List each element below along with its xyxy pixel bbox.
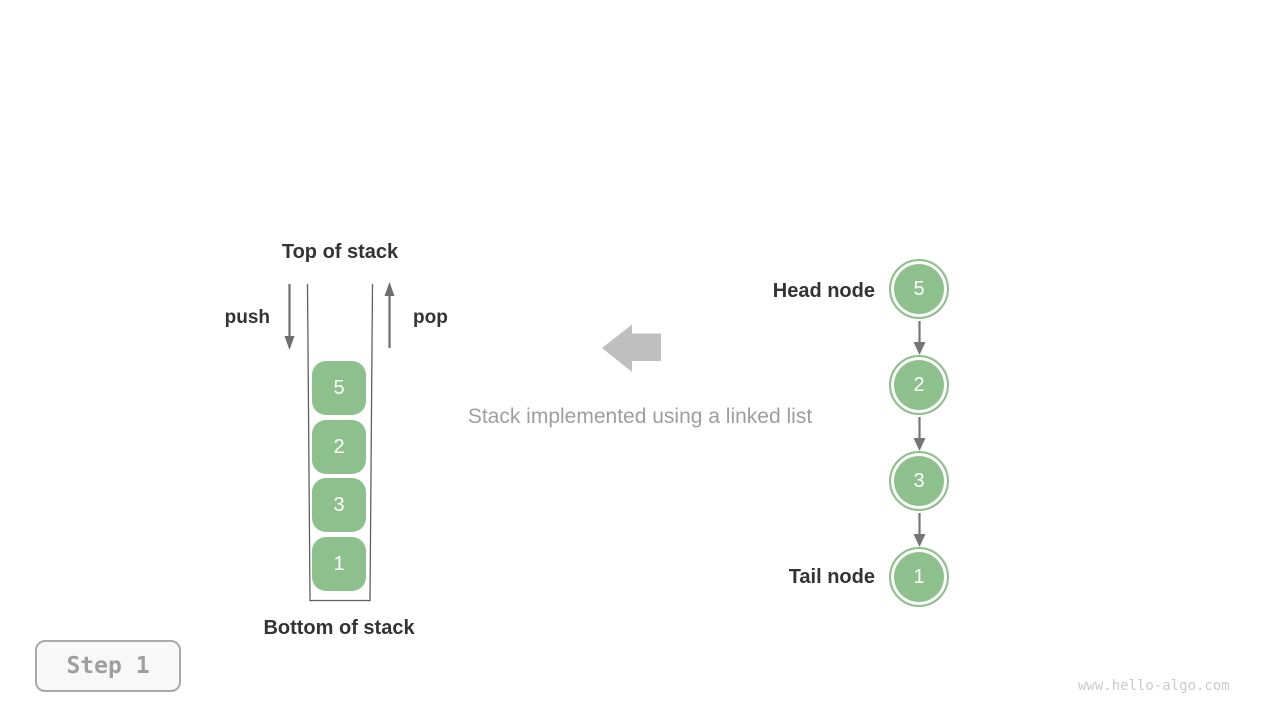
watermark-text: www.hello-algo.com bbox=[1078, 678, 1230, 694]
pop-label: pop bbox=[413, 307, 448, 328]
push-arrow-head-icon bbox=[284, 336, 295, 350]
head-node-label: Head node bbox=[772, 280, 875, 302]
push-label: push bbox=[224, 307, 270, 328]
ll-node-2: 3 bbox=[889, 451, 949, 511]
step-badge: Step 1 bbox=[35, 640, 181, 692]
caption-text: Stack implemented using a linked list bbox=[467, 405, 813, 428]
bottom-of-stack-label: Bottom of stack bbox=[263, 617, 415, 639]
ll-node-1: 2 bbox=[889, 355, 949, 415]
ll-connector-arrowhead-1 bbox=[913, 342, 926, 355]
stack-item-1: 2 bbox=[312, 420, 366, 474]
stack-container-outline bbox=[306, 283, 374, 602]
pop-arrow-head-icon bbox=[384, 282, 395, 296]
tail-node-label: Tail node bbox=[788, 566, 875, 588]
left-arrow-icon bbox=[602, 324, 661, 372]
stack-item-2: 3 bbox=[312, 478, 366, 532]
top-of-stack-label: Top of stack bbox=[281, 241, 399, 263]
stack-item-3: 1 bbox=[312, 537, 366, 591]
stack-item-0: 5 bbox=[312, 361, 366, 415]
ll-node-0: 5 bbox=[889, 259, 949, 319]
ll-connector-arrowhead-2 bbox=[913, 438, 926, 451]
ll-connector-arrowhead-3 bbox=[913, 534, 926, 547]
ll-node-3: 1 bbox=[889, 547, 949, 607]
